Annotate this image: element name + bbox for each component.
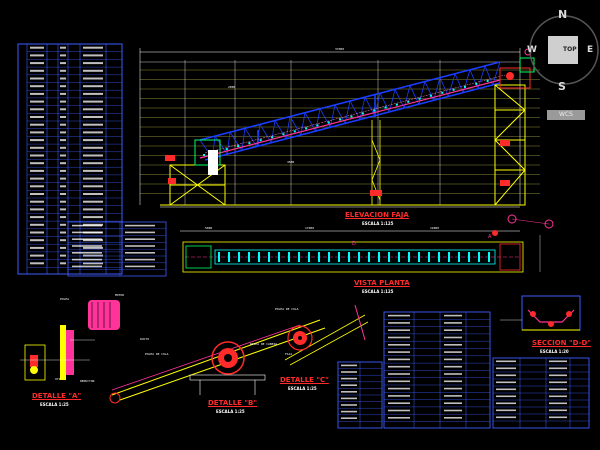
detail-c-scale: ESCALA 1:25 xyxy=(288,386,317,391)
wcs-menu-button[interactable]: WCS xyxy=(547,110,585,120)
svg-text:37000: 37000 xyxy=(335,47,344,51)
plan-view[interactable]: 5000 17000 12000 D A xyxy=(180,214,554,273)
compass-west-label: W xyxy=(527,45,537,55)
detail-a[interactable]: POLEA MOTOR XYZ REDUCTOR xyxy=(20,293,124,383)
detail-a-title: DETALLE "A" xyxy=(32,392,82,400)
compass-north-label: N xyxy=(558,8,568,21)
svg-text:A: A xyxy=(488,234,492,240)
elevation-scale: ESCALA 1:125 xyxy=(362,221,394,226)
spec-table-middle xyxy=(67,221,167,277)
svg-text:POLEA DE CABEZA: POLEA DE CABEZA xyxy=(250,342,277,346)
svg-text:4500: 4500 xyxy=(287,160,294,164)
viewcube-compass[interactable] xyxy=(529,15,599,85)
section-title: SECCION "D-D" xyxy=(532,339,591,347)
detail-c-title: DETALLE "C" xyxy=(280,376,329,384)
section-d-d[interactable] xyxy=(500,295,581,331)
svg-text:FAJA: FAJA xyxy=(285,352,292,356)
svg-text:5000: 5000 xyxy=(205,226,212,230)
detail-c[interactable]: POLEA DE COLA FAJA xyxy=(275,304,369,366)
section-scale: ESCALA 1:20 xyxy=(540,349,569,354)
svg-text:REDUCTOR: REDUCTOR xyxy=(80,379,95,383)
svg-text:17000: 17000 xyxy=(305,226,314,230)
svg-text:DUCTO: DUCTO xyxy=(140,337,149,341)
spec-tables-bottom-right xyxy=(337,311,590,429)
compass-east-label: E xyxy=(587,45,594,55)
detail-b-scale: ESCALA 1:25 xyxy=(216,409,245,414)
elevation-view[interactable]: 37000 xyxy=(139,47,540,208)
detail-b-title: DETALLE "B" xyxy=(208,399,258,407)
spec-table-left xyxy=(17,43,123,275)
svg-text:MOTOR: MOTOR xyxy=(115,293,124,297)
svg-text:POLEA DE COLA: POLEA DE COLA xyxy=(275,307,299,311)
viewcube-top-label[interactable]: TOP xyxy=(563,46,577,53)
svg-text:XYZ: XYZ xyxy=(55,377,61,381)
elevation-title: ELEVACION FAJA xyxy=(345,211,409,219)
plan-scale: ESCALA 1:125 xyxy=(362,289,394,294)
svg-text:2000: 2000 xyxy=(228,85,235,89)
plan-title: VISTA PLANTA xyxy=(354,279,410,287)
compass-south-label: S xyxy=(558,80,566,93)
svg-text:POLEA DE COLA: POLEA DE COLA xyxy=(145,352,169,356)
detail-b[interactable]: DUCTO POLEA DE COLA POLEA DE CABEZA xyxy=(109,319,326,404)
svg-text:POLEA: POLEA xyxy=(60,297,69,301)
detail-a-scale: ESCALA 1:25 xyxy=(40,402,69,407)
svg-text:D: D xyxy=(352,241,356,247)
svg-text:12000: 12000 xyxy=(430,226,439,230)
